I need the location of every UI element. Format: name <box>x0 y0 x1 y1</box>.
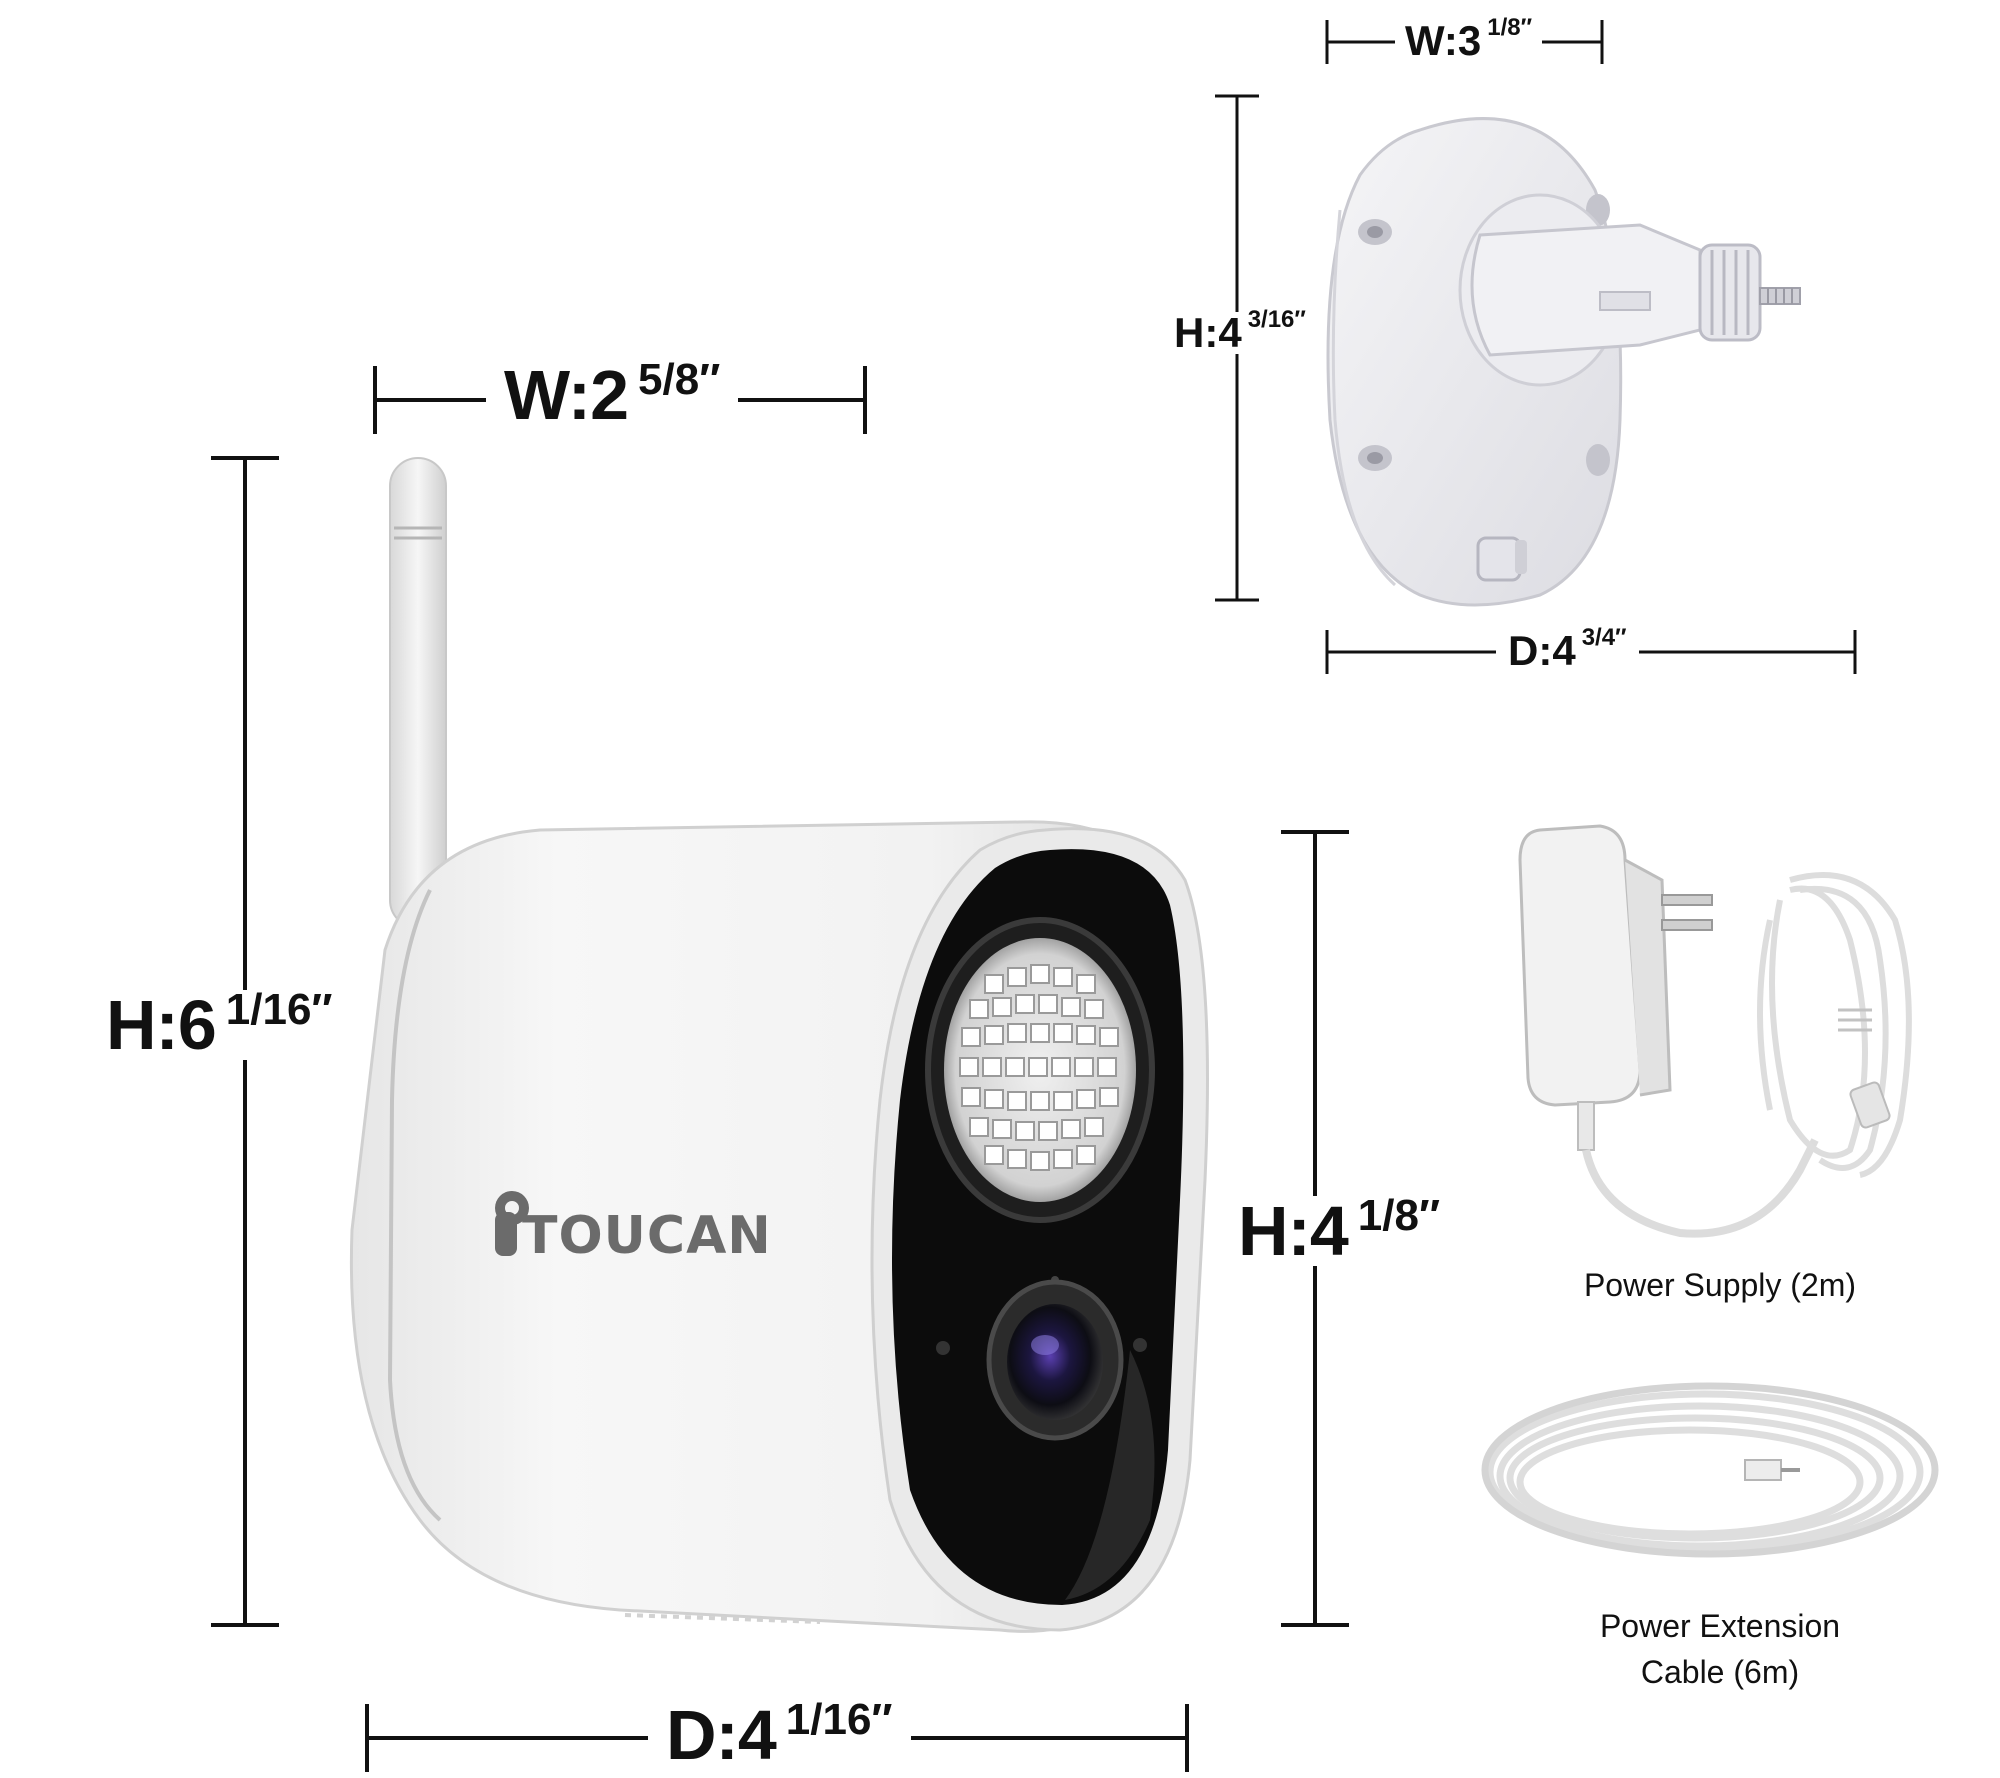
toucan-logo-icon <box>495 1191 529 1256</box>
camera-icon <box>349 457 1209 1633</box>
extension-cable-label-line1: Power Extension <box>1599 1608 1841 1644</box>
extension-cable-label-line2: Cable (6m) <box>1640 1654 1800 1690</box>
power-adapter-icon <box>1518 824 1912 1238</box>
power-supply-label: Power Supply (2m) <box>1583 1267 1857 1303</box>
power-supply-caption: Power Supply (2m) <box>1530 1262 1910 1308</box>
extension-cable-icon <box>1481 1382 1939 1558</box>
camera-brand-text: TOUCAN <box>522 1206 772 1266</box>
ir-led-array <box>959 964 1119 1171</box>
wall-mount-icon <box>1326 117 1801 607</box>
extension-cable-caption: Power Extension Cable (6m) <box>1530 1603 1910 1695</box>
